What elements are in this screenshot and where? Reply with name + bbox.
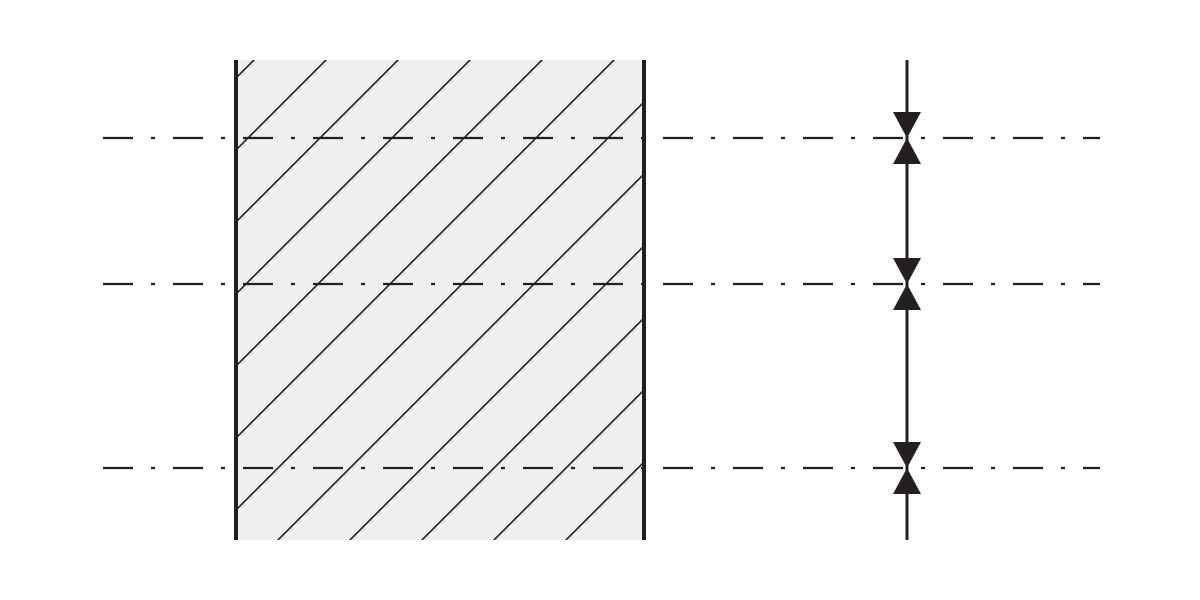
hatch-line: [236, 60, 616, 440]
hatch-line: [276, 172, 644, 540]
dimension-arrows: [893, 112, 921, 494]
arrow-down-top: [893, 112, 921, 138]
arrow-down-middle: [893, 258, 921, 284]
hatch-line: [348, 244, 644, 540]
hatch-line: [420, 316, 644, 540]
hatch-line: [564, 460, 644, 540]
arrow-up-middle: [893, 284, 921, 310]
hatch-line: [236, 60, 328, 152]
hatch-line: [236, 60, 544, 368]
arrow-down-bottom: [893, 442, 921, 468]
hatch-line: [236, 60, 400, 224]
section-body: [236, 60, 644, 540]
section-hatching: [0, 0, 644, 600]
hatch-line: [236, 60, 472, 296]
hatch-line: [492, 388, 644, 540]
center-lines: [103, 136, 1100, 470]
arrow-up-top: [893, 138, 921, 164]
arrow-up-bottom: [893, 468, 921, 494]
hatch-line: [0, 0, 242, 600]
